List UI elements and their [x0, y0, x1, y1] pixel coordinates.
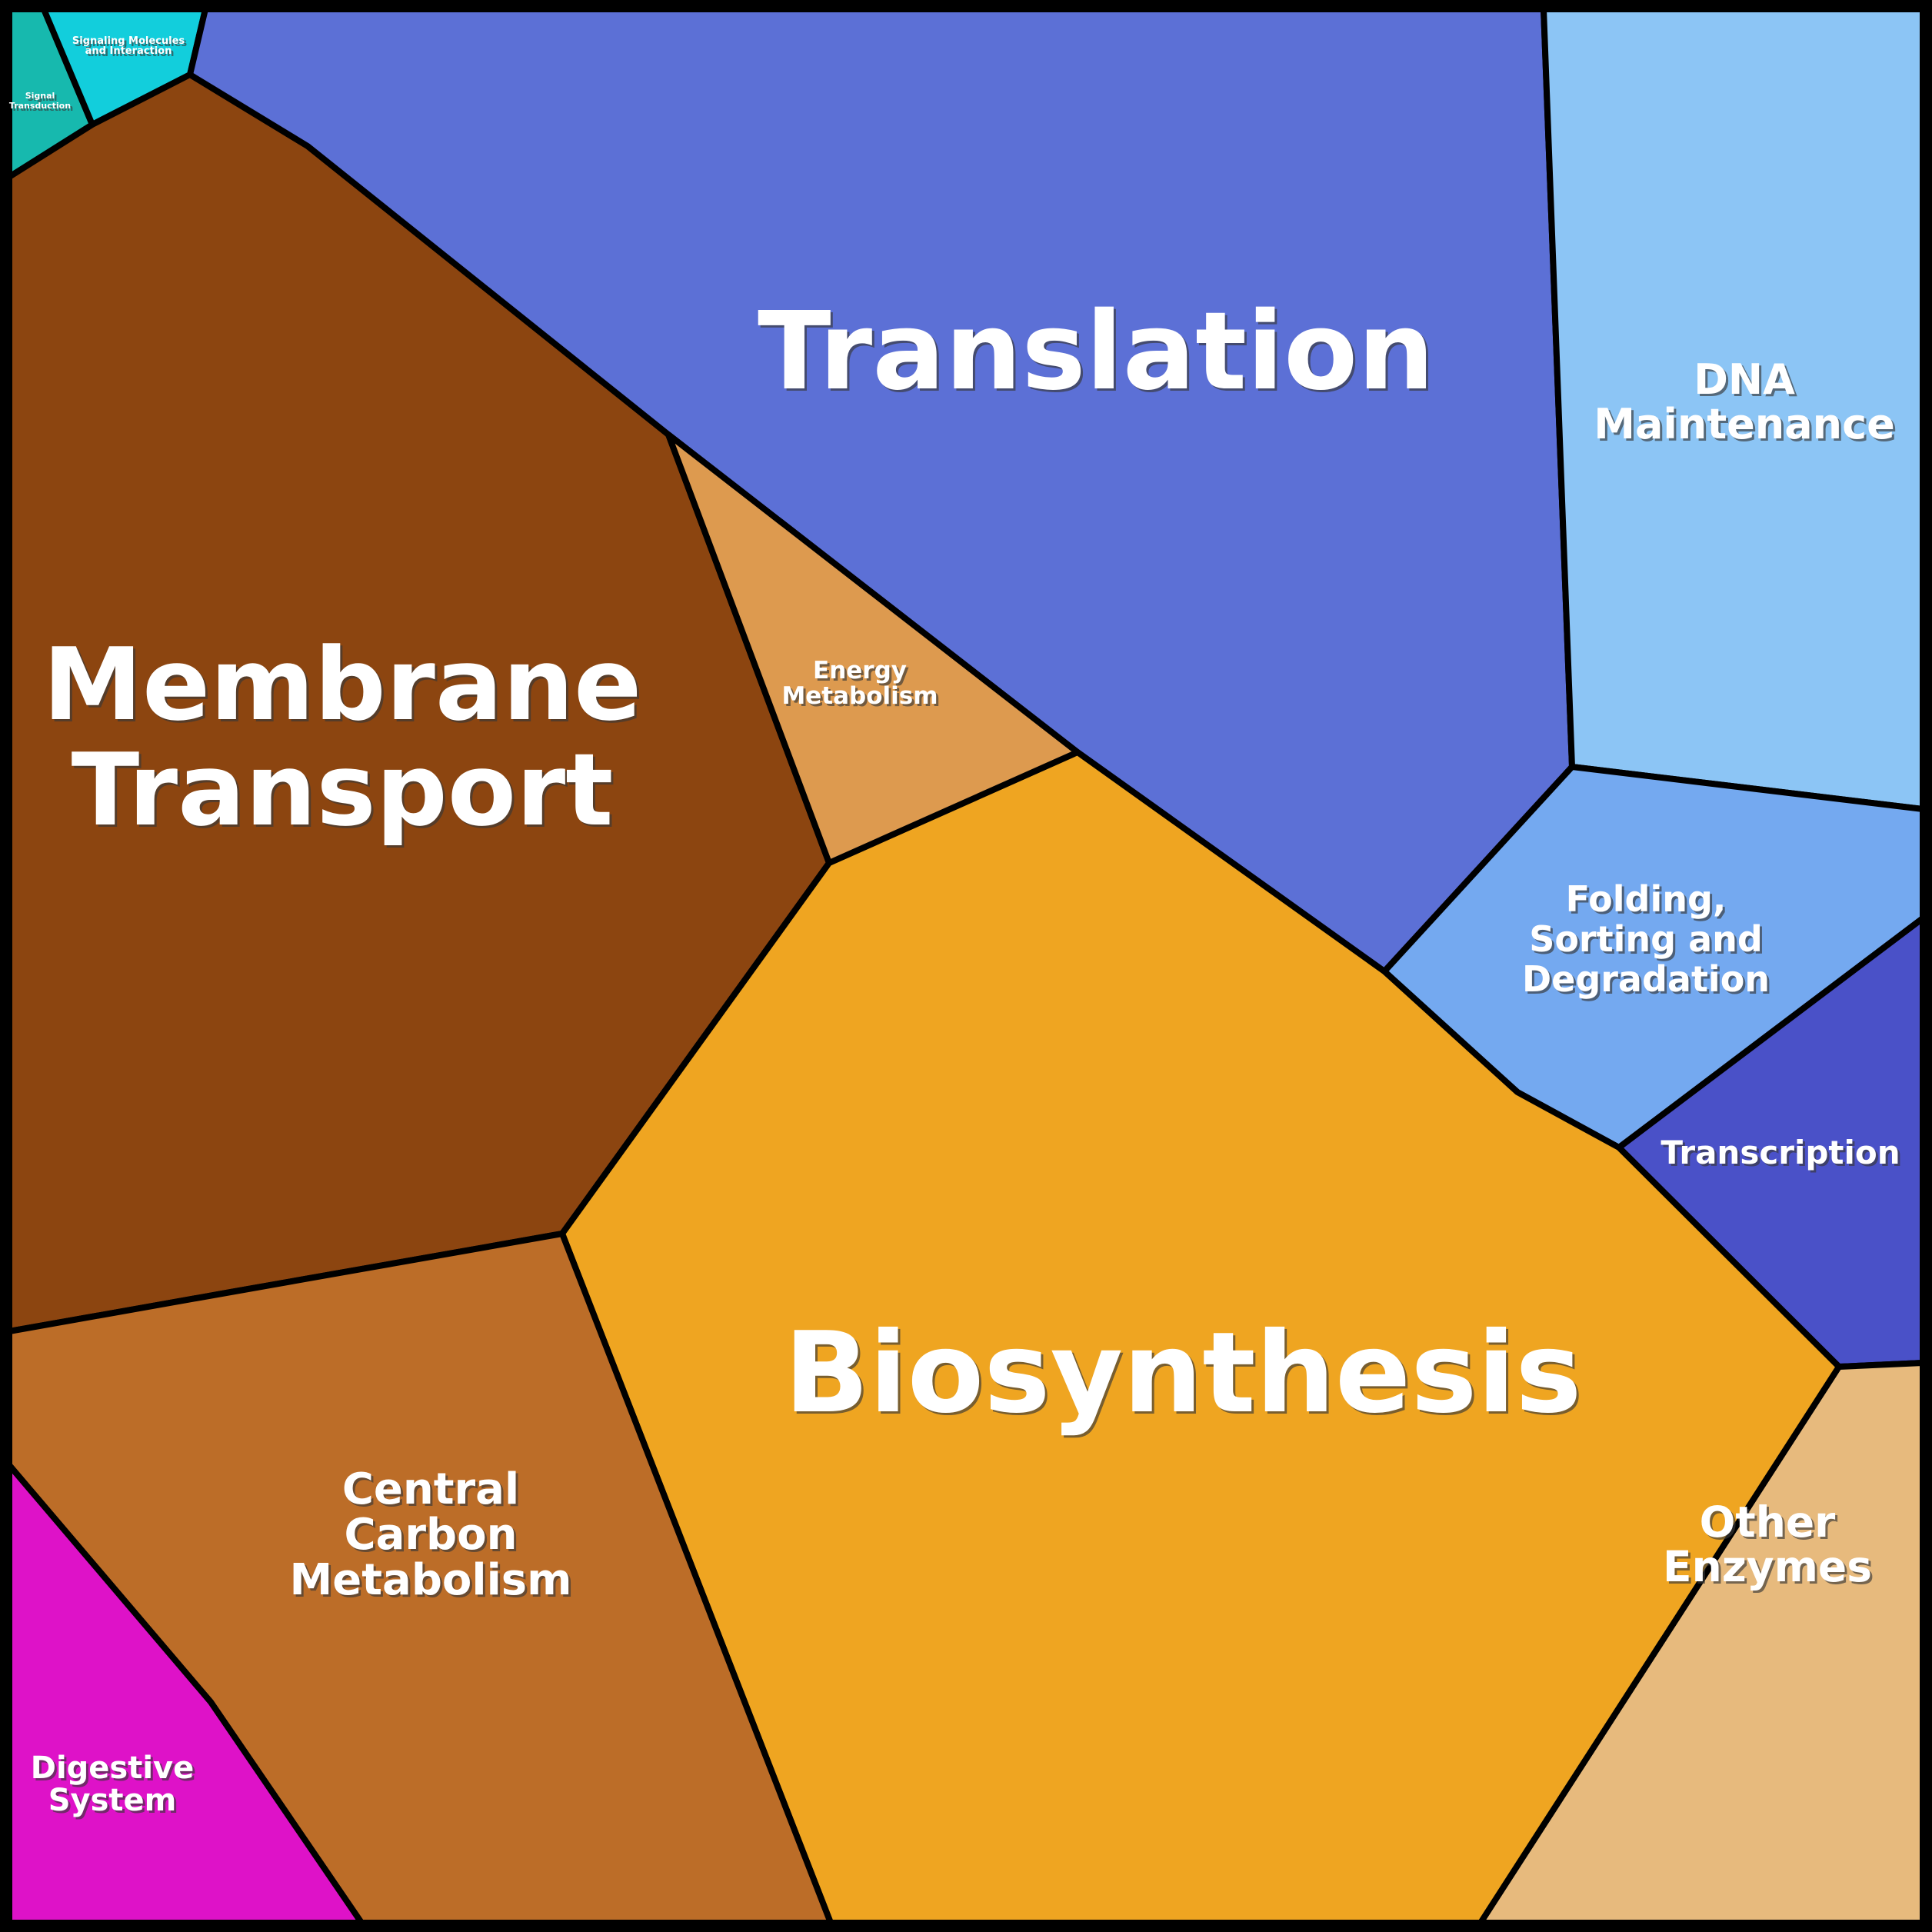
label-biosynthesis: Biosynthesis [784, 1308, 1581, 1438]
label-transcription: Transcription [1661, 1134, 1900, 1171]
region-energy-metabolism[interactable] [665, 431, 1081, 866]
region-digestive-system[interactable] [6, 1462, 365, 1926]
treemap-cells [6, 6, 1926, 1926]
label-translation: Translation [758, 289, 1434, 415]
